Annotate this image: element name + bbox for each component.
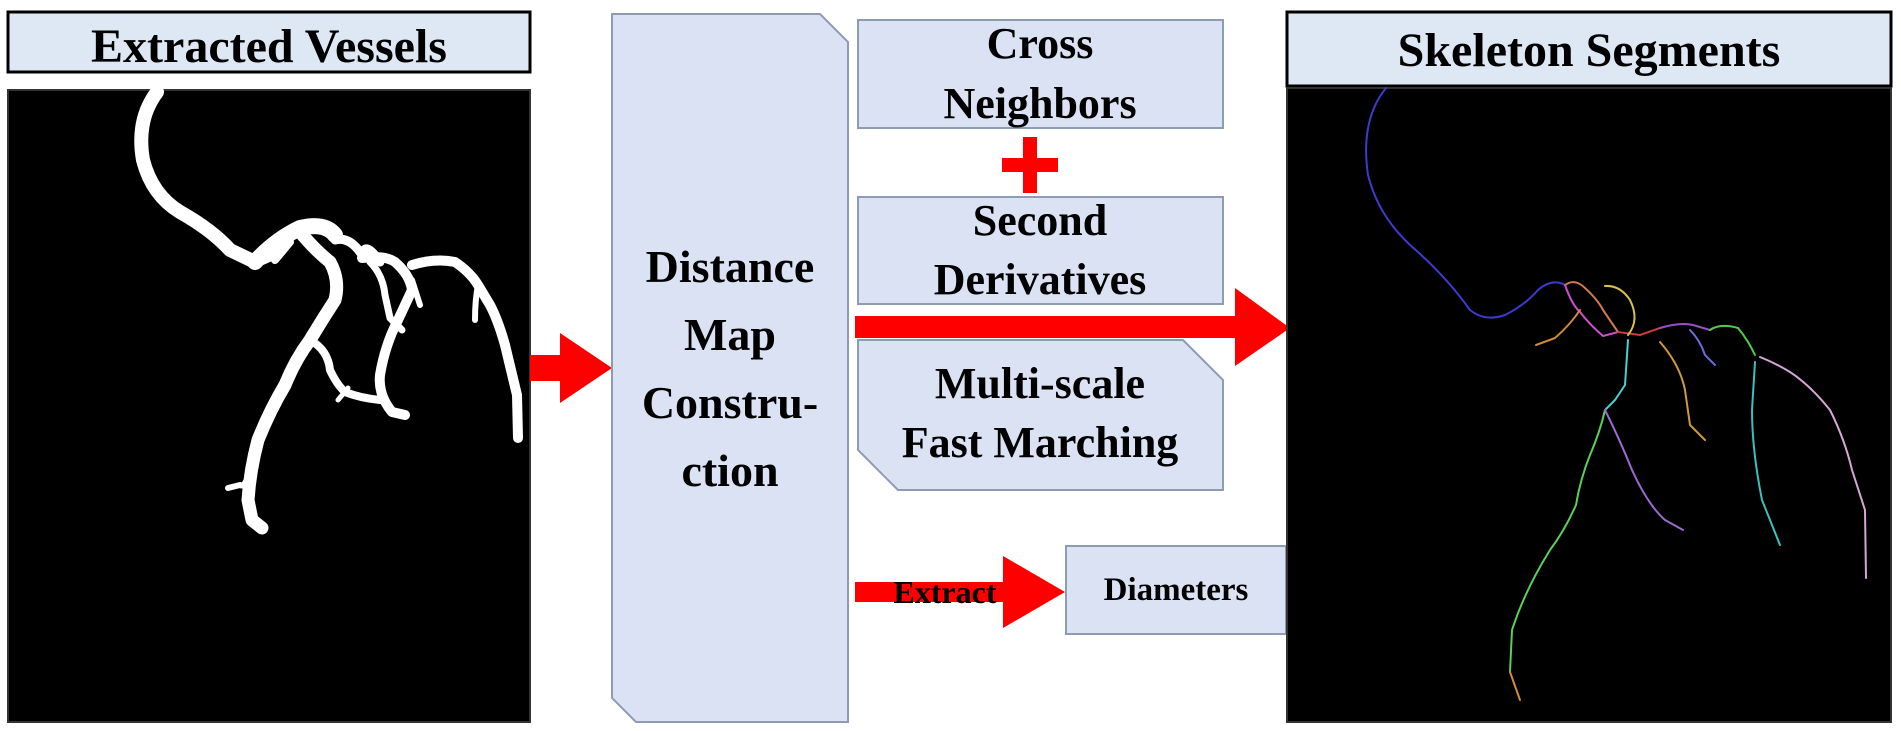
arrow-to-distance-map (530, 333, 612, 403)
multiscale-shape (857, 339, 1224, 491)
skeleton-segments-panel: Skeleton Segments (1285, 10, 1893, 723)
cross-neighbors-shape (857, 19, 1224, 129)
second-derivatives-line-1: Second (973, 196, 1107, 245)
second-derivatives-shape (857, 196, 1224, 305)
cross-neighbors-line-2: Neighbors (943, 79, 1136, 128)
distance-map-line-2: Map (684, 309, 776, 360)
multiscale-line-1: Multi-scale (935, 359, 1145, 408)
distance-map-shape (611, 13, 849, 723)
extract-arrow (855, 556, 1065, 628)
arrow-to-skeleton-segments (855, 288, 1290, 366)
extracted-vessels-title: Extracted Vessels (91, 20, 447, 73)
extract-label: Extract (893, 574, 996, 610)
vessel-tree (134, 85, 523, 535)
distance-map-line-1: Distance (646, 241, 815, 292)
extracted-vessels-panel: Extracted Vessels (6, 10, 532, 723)
diameters-label: Diameters (1104, 572, 1249, 608)
skeleton-lines (1365, 87, 1867, 701)
skeleton-segments-image (1286, 87, 1892, 723)
second-derivatives-box: Second Derivatives (857, 196, 1224, 305)
diameters-box: Diameters (1065, 545, 1287, 635)
skeleton-segments-header (1285, 10, 1893, 88)
cross-neighbors-box: Cross Neighbors (857, 19, 1224, 129)
distance-map-box: Distance Map Constru- ction (611, 13, 849, 723)
cross-neighbors-line-1: Cross (987, 19, 1094, 68)
extracted-vessels-header (6, 10, 532, 74)
skeleton-segments-title: Skeleton Segments (1398, 24, 1781, 77)
distance-map-line-4: ction (681, 445, 778, 496)
multiscale-line-2: Fast Marching (902, 418, 1179, 467)
multiscale-box: Multi-scale Fast Marching (857, 339, 1224, 491)
diameters-shape (1065, 545, 1287, 635)
plus-icon (1002, 137, 1058, 193)
distance-map-line-3: Constru- (642, 377, 818, 428)
second-derivatives-line-2: Derivatives (934, 255, 1147, 304)
